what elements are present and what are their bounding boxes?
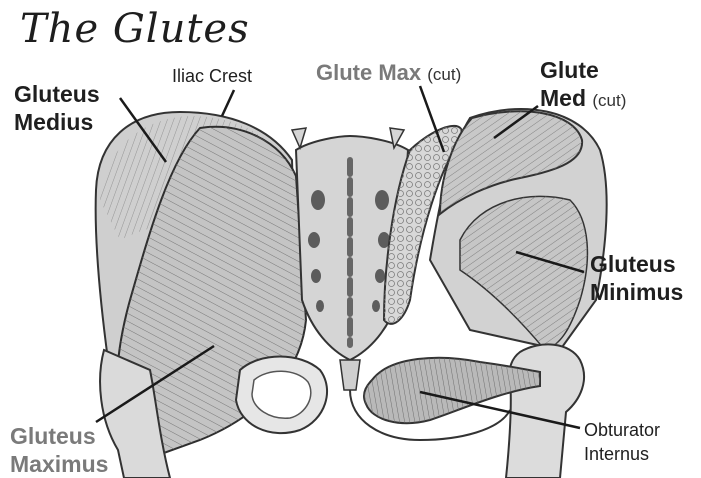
right-femur xyxy=(506,344,584,478)
label-gluteus-medius-line1: Gluteus xyxy=(14,80,100,108)
label-gluteus-minimus-line2: Minimus xyxy=(590,278,683,306)
label-glute-max-suffix: (cut) xyxy=(427,65,461,84)
label-gluteus-maximus: Gluteus Maximus xyxy=(10,422,108,478)
label-obturator-internus-line1: Obturator xyxy=(584,418,660,442)
label-gluteus-minimus-line1: Gluteus xyxy=(590,250,683,278)
label-glute-max-main: Glute Max xyxy=(316,60,421,85)
label-glute-med-suffix: (cut) xyxy=(592,91,626,110)
label-gluteus-medius-line2: Medius xyxy=(14,108,100,136)
label-gluteus-maximus-line2: Maximus xyxy=(10,450,108,478)
label-gluteus-minimus: Gluteus Minimus xyxy=(590,250,683,306)
label-gluteus-maximus-line1: Gluteus xyxy=(10,422,108,450)
label-glute-med-line2: Med xyxy=(540,85,586,111)
label-obturator-internus-line2: Internus xyxy=(584,442,660,466)
leader-iliac-crest xyxy=(222,90,234,116)
label-gluteus-medius: Gluteus Medius xyxy=(14,80,100,136)
diagram-title: The Glutes xyxy=(20,6,250,52)
label-glute-med-cut: Glute Med (cut) xyxy=(540,56,626,115)
label-glute-max-cut: Glute Max (cut) xyxy=(316,60,461,86)
label-iliac-crest: Iliac Crest xyxy=(172,66,252,87)
label-obturator-internus: Obturator Internus xyxy=(584,418,660,466)
label-glute-med-line1: Glute xyxy=(540,56,626,84)
coccyx xyxy=(340,360,360,390)
